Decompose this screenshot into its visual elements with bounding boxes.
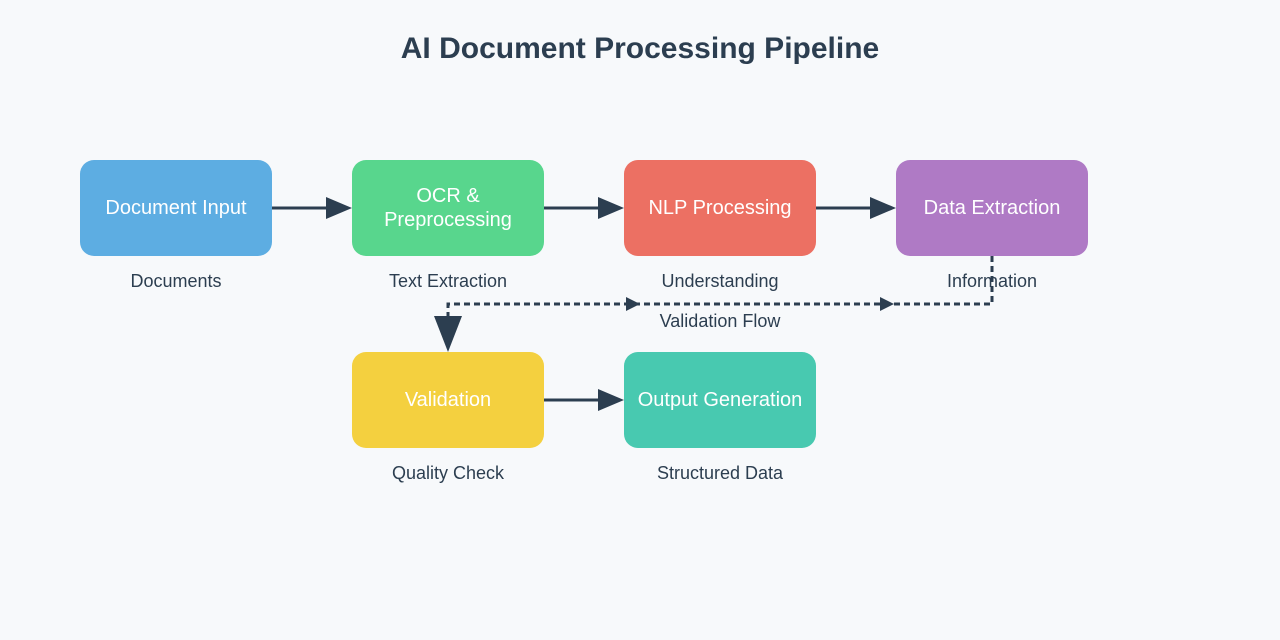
arrow-validation-flow	[434, 256, 994, 352]
caption-documents: Documents	[130, 271, 222, 291]
node-output-generation: Output Generation	[624, 352, 816, 448]
caption-understanding: Understanding	[661, 271, 779, 291]
node-label: Validation	[404, 389, 492, 411]
flow-direction-marker	[626, 297, 640, 311]
caption-text-extraction: Text Extraction	[388, 271, 508, 291]
node-data-extraction: Data Extraction	[896, 160, 1088, 256]
node-document-input: Document Input	[80, 160, 272, 256]
arrow-nlp-to-extraction	[816, 197, 896, 219]
caption-structured-data: Structured Data	[656, 463, 784, 483]
caption-quality-check: Quality Check	[391, 463, 505, 483]
node-ocr-preprocessing: OCR & Preprocessing	[352, 160, 544, 256]
node-label: Output Generation	[637, 389, 803, 411]
caption-information: Information	[946, 271, 1038, 291]
diagram-title: AI Document Processing Pipeline	[400, 32, 880, 65]
flow-direction-marker	[880, 297, 894, 311]
arrow-validation-to-output	[544, 389, 624, 411]
node-label: Data Extraction	[923, 197, 1061, 219]
node-nlp-processing: NLP Processing	[624, 160, 816, 256]
node-label: NLP Processing	[648, 197, 792, 219]
node-label: Document Input	[105, 197, 247, 219]
node-label: OCR & Preprocessing	[384, 185, 512, 231]
caption-validation-flow: Validation Flow	[659, 311, 781, 331]
node-validation: Validation	[352, 352, 544, 448]
arrow-ocr-to-nlp	[544, 197, 624, 219]
arrow-input-to-ocr	[272, 197, 352, 219]
